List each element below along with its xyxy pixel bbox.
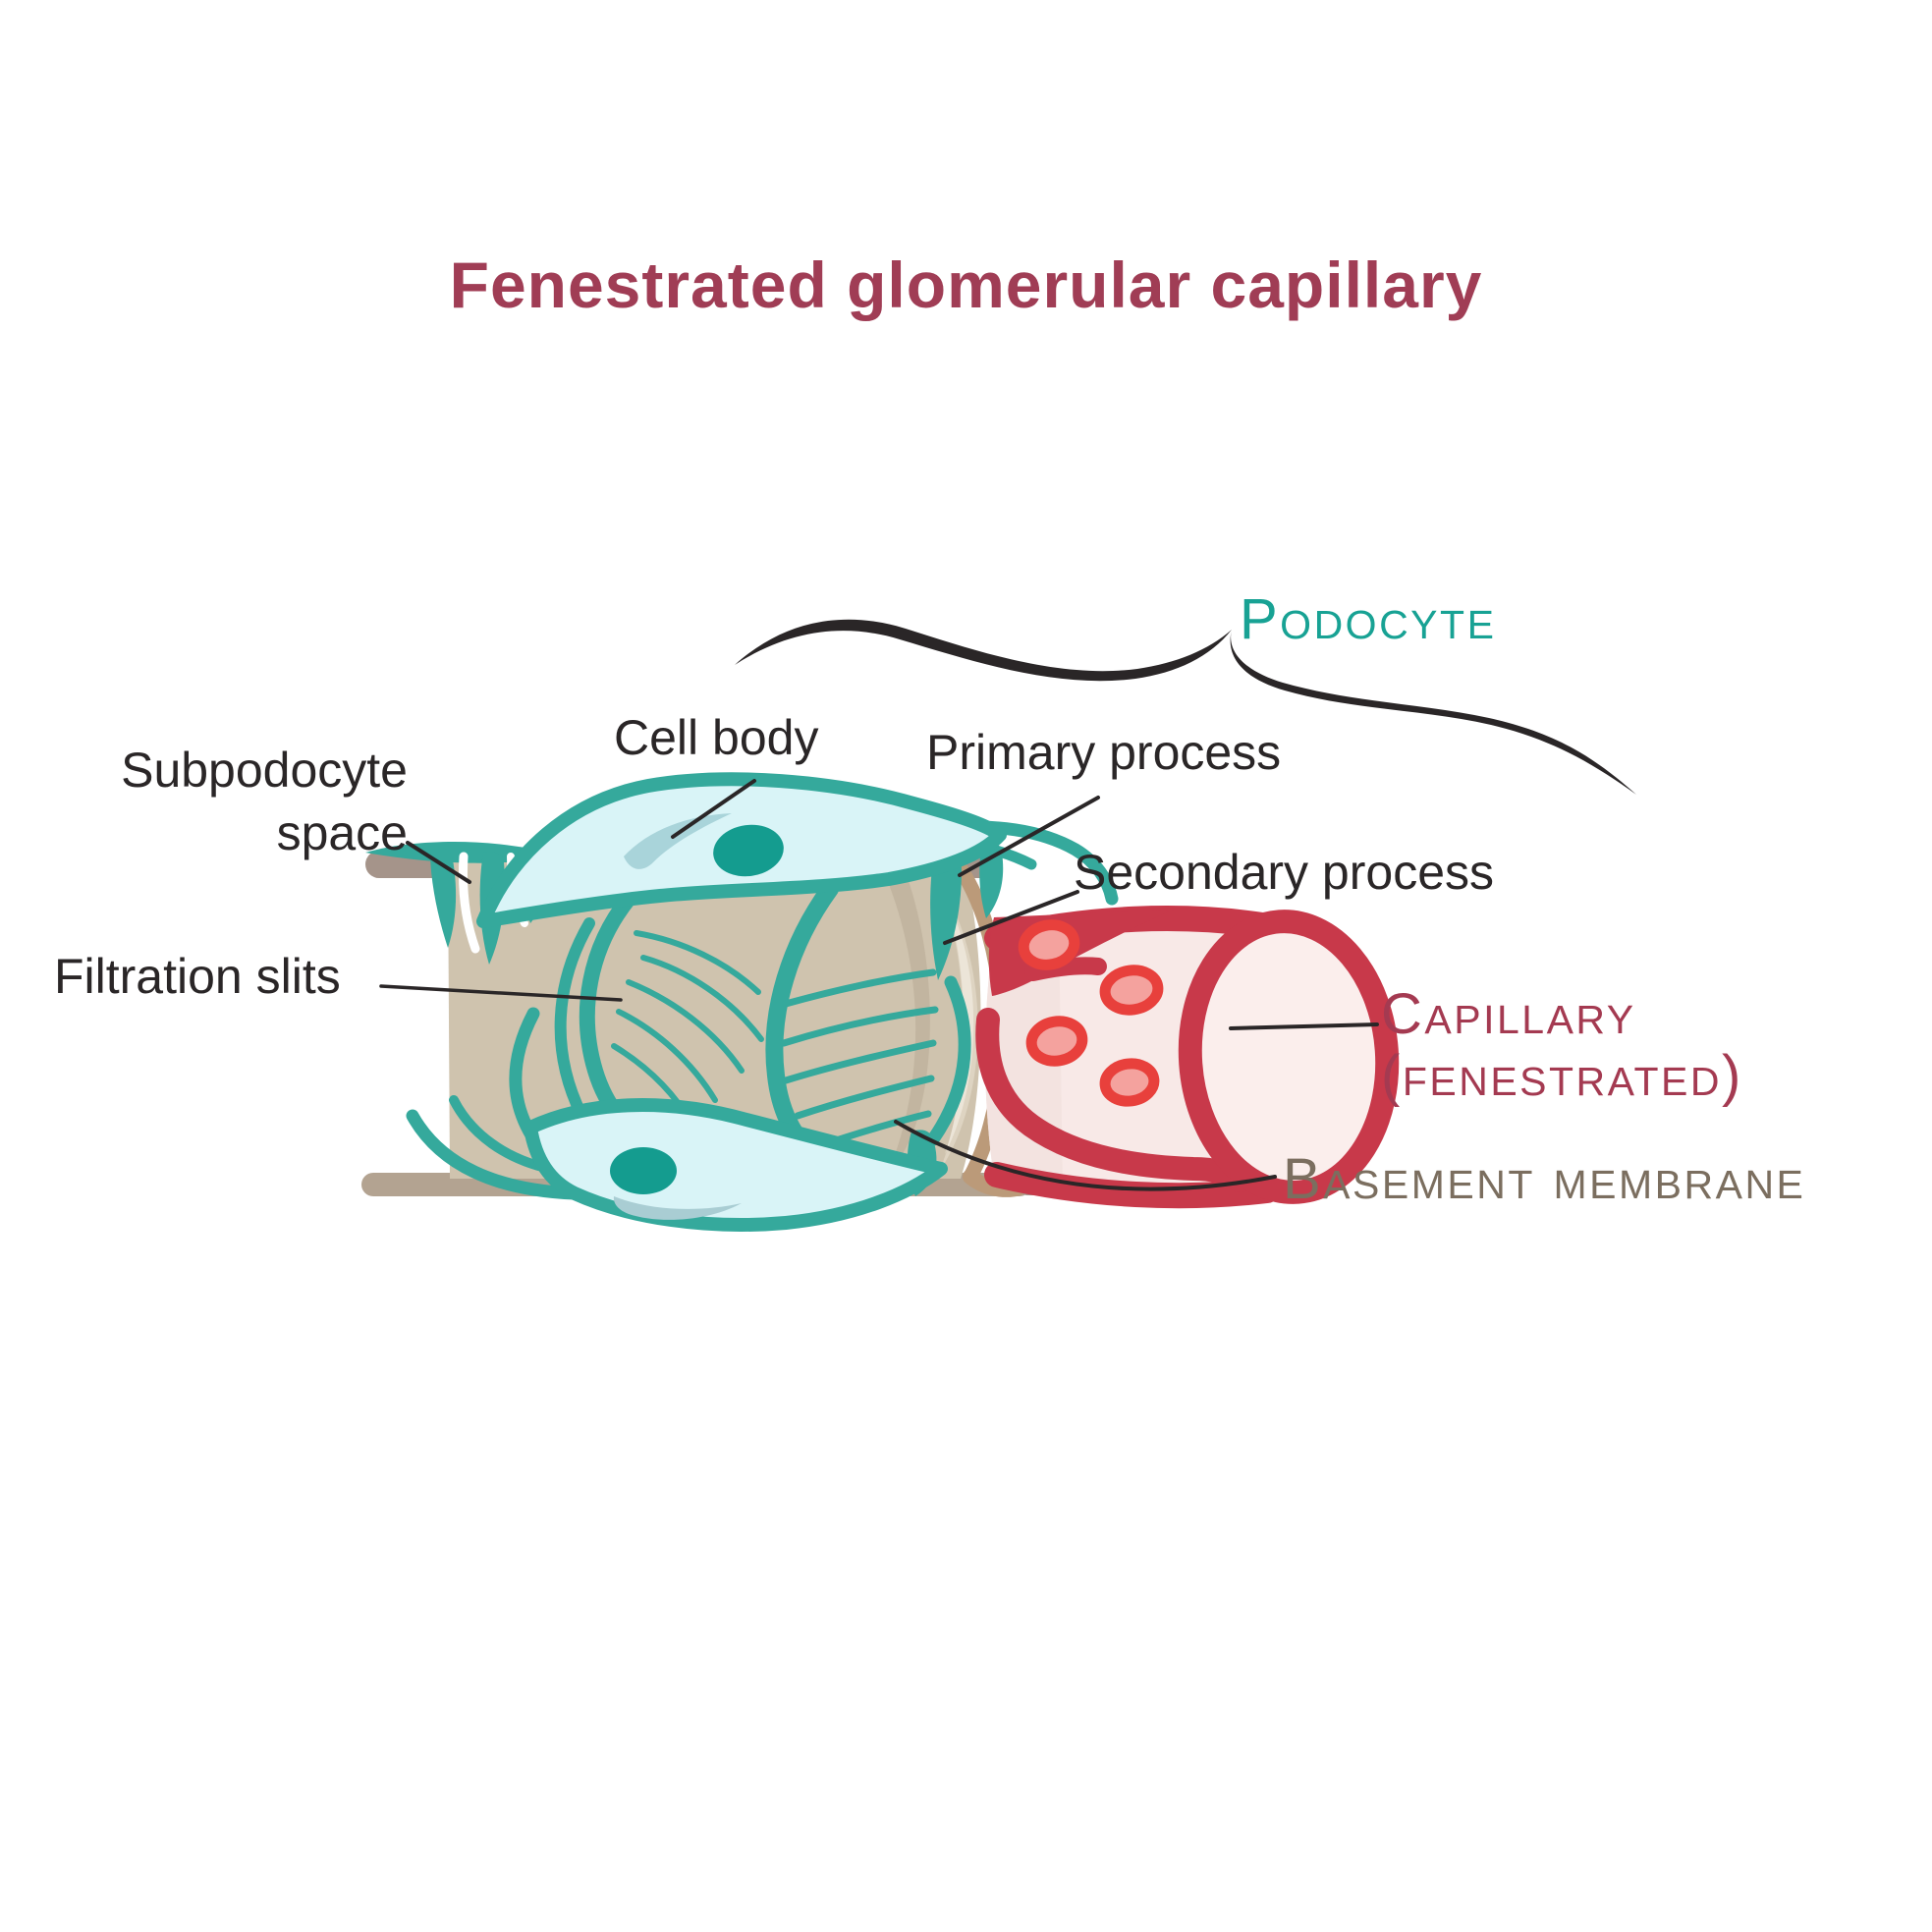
filtration-slit: [782, 968, 937, 1008]
filtration-slit: [640, 955, 764, 1042]
fenestration-pore: [1025, 1016, 1088, 1067]
fenestration-pore: [1099, 1058, 1160, 1107]
filtration-slit: [626, 979, 745, 1074]
bottom-left-arc: [406, 1109, 581, 1200]
leader-basement-membrane: [894, 1120, 1277, 1191]
label-subpodocyte-space-line2: space: [276, 805, 408, 860]
podocyte-brace: [735, 619, 1636, 795]
capillary-lower-branch: [975, 1008, 1251, 1192]
filtration-slit: [794, 1075, 935, 1120]
podocyte-nucleus: [713, 824, 784, 877]
leader-filtration-slits: [379, 984, 623, 1002]
label-secondary-process: Secondary process: [1074, 845, 1495, 900]
capillary-end-face: [1178, 910, 1400, 1204]
secondary-process-bracket: [926, 975, 971, 1146]
label-capillary-line1: Capillary: [1381, 982, 1636, 1046]
label-cell-body: Cell body: [614, 710, 819, 765]
leader-cell-body: [671, 779, 756, 839]
podocyte-cell-body-bottom: [524, 1098, 948, 1232]
brace-right-swoosh: [1230, 630, 1636, 795]
label-subpodocyte-space-line1: Subpodocyte: [121, 743, 408, 798]
rim-crescent: [933, 872, 978, 1174]
capillary-branch-stub: [1024, 957, 1107, 981]
filtration-slit: [780, 1006, 939, 1047]
capillary-bottom-rim: [984, 1162, 1280, 1209]
podocyte-claw: [430, 848, 457, 948]
cell-body-highlight: [624, 813, 732, 869]
capillary-vessel: [975, 906, 1400, 1209]
leader-subpodocyte-space: [406, 841, 471, 884]
podocyte-nucleus: [610, 1147, 677, 1194]
brace-left-swoosh: [735, 619, 1232, 682]
label-capillary-line2: (fenestrated): [1381, 1043, 1743, 1108]
fenestration-pore: [1099, 965, 1164, 1016]
cell-body-highlight: [613, 1196, 742, 1220]
podocyte-cell-body-top: [476, 772, 1007, 928]
leader-secondary-process: [943, 890, 1079, 945]
page-title: Fenestrated glomerular capillary: [449, 248, 1483, 321]
label-capillary-fenestrated: Capillary (fenestrated): [1381, 982, 1743, 1108]
basement-right-shading: [884, 872, 930, 1171]
leader-primary-process: [958, 796, 1100, 877]
label-primary-process: Primary process: [926, 725, 1282, 780]
label-basement-membrane: Basement membrane: [1283, 1147, 1806, 1211]
claw-gap: [459, 852, 480, 954]
rim-crescent-highlight: [941, 889, 974, 1154]
leader-lines: [379, 779, 1379, 1191]
label-filtration-slits: Filtration slits: [54, 949, 341, 1004]
long-left-arc: [554, 917, 595, 1121]
cell-body-outline: [524, 1098, 948, 1232]
filtration-slit: [634, 930, 761, 995]
label-podocyte: Podocyte: [1240, 587, 1497, 651]
filtration-slit: [616, 1009, 718, 1103]
filtration-slit: [782, 1039, 937, 1084]
label-subpodocyte-space: Subpodocyte space: [0, 739, 408, 864]
leader-capillary: [1229, 1022, 1379, 1030]
fenestration-pore: [1018, 919, 1080, 970]
